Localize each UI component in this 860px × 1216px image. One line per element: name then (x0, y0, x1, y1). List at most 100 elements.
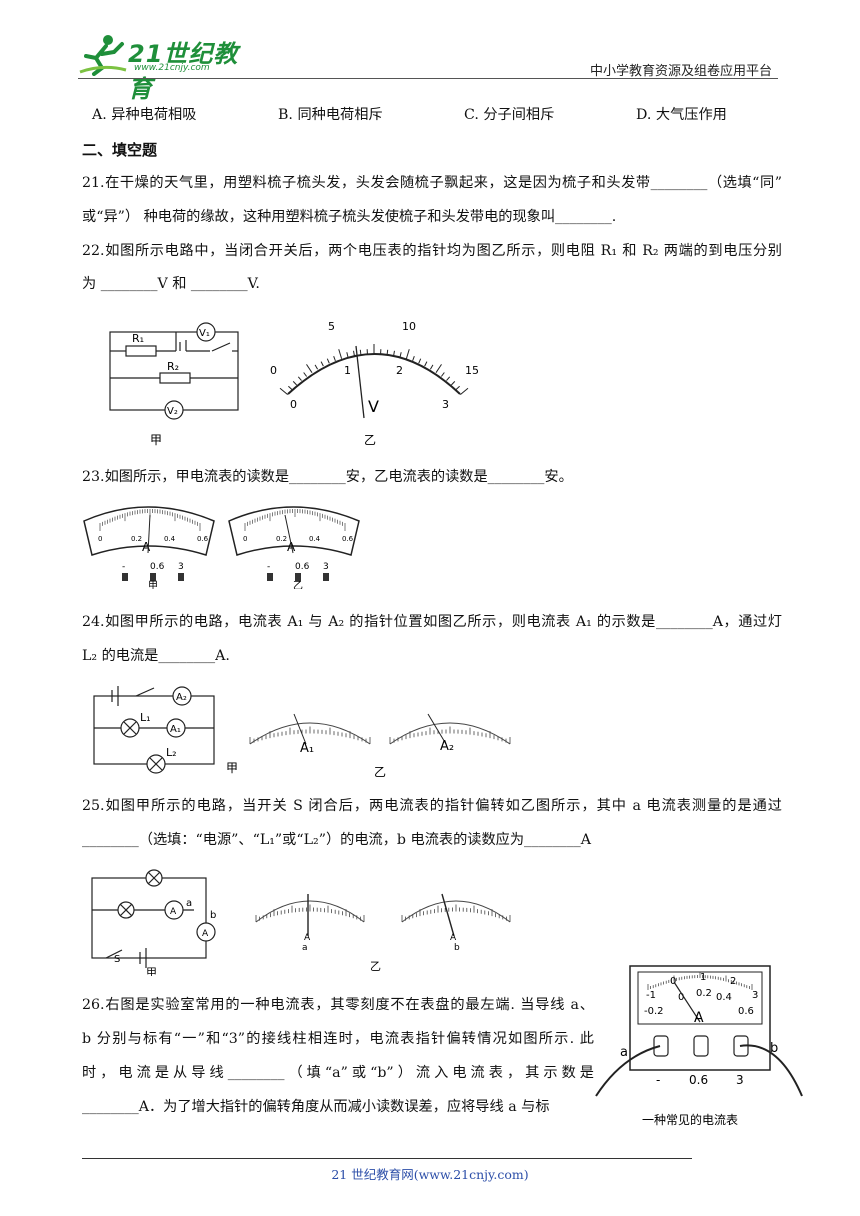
v-tick (418, 358, 422, 364)
terminal-post (150, 573, 156, 581)
dial-arc (401, 900, 511, 923)
runner-logo-icon (79, 35, 127, 76)
q25-line1: 25.如图甲所示的电路，当开关 S 闭合后，两电流表的指针偏转如乙图所示，其中 … (82, 798, 782, 814)
terminal-label: - (267, 562, 270, 572)
v-tick (338, 349, 343, 359)
q26-pointer (673, 981, 701, 1023)
ammeter-face (228, 506, 360, 556)
q23-line1: 23.如图所示，甲电流表的读数是________安，乙电流表的读数是______… (82, 469, 573, 485)
q25-b-label: b (210, 910, 216, 921)
v2-label: V₂ (167, 406, 178, 417)
ammeter-caption: 甲 (148, 581, 158, 589)
q25-line2: ________（选填：“电源”、“L₁”或“L₂”）的电流，b 电流表的读数应… (82, 832, 592, 848)
ammeter-caption: 乙 (293, 580, 303, 589)
v-tick (459, 387, 469, 395)
q26-top-0: 0 (670, 976, 676, 987)
q25-ammeter-dials: A A a b 乙 (255, 893, 511, 972)
terminal-post (295, 573, 301, 581)
v-scale-top-15: 15 (465, 364, 479, 377)
q26-line3: 时，电流是从导线________（填“a”或“b”）流入电流表，其示数是 (82, 1065, 594, 1081)
q24-l1-label: L₁ (140, 711, 151, 724)
q26-ammeter-figure: -1 0 1 2 3 -0.2 0 0.2 0.4 0.6 A - 0.6 3 … (595, 965, 803, 1127)
q25-dial-a-label: a (302, 943, 308, 953)
r2-label: R₂ (167, 360, 179, 373)
q21-line2: 或“异”） 种电荷的缘故，这种用塑料梳子梳头发使梳子和头发带电的现象叫_____… (82, 209, 617, 225)
v-scale-top-10: 10 (402, 320, 416, 333)
q22-left-caption: 甲 (150, 433, 162, 447)
option-a: A. 异种电荷相吸 (92, 107, 197, 123)
q26-top-2: 2 (730, 976, 736, 987)
r1-label: R₁ (132, 332, 144, 345)
v-unit: V (368, 397, 379, 416)
q26-bottom-06: 0.6 (738, 1006, 754, 1017)
terminal-post (323, 573, 329, 581)
terminal-label: - (122, 562, 125, 572)
ammeter-unit: A (142, 540, 151, 554)
q25-dial-unit: A (304, 933, 311, 943)
v-tick (314, 364, 319, 370)
wire-b-label: b (770, 1041, 778, 1056)
v-tick (393, 350, 395, 356)
v-tick (279, 387, 289, 395)
terminal-label: 0.6 (295, 562, 310, 572)
q25-dial-b-label: b (454, 943, 460, 953)
v-tick (288, 385, 293, 391)
q26-bottom-m02: -0.2 (644, 1006, 664, 1017)
q25-right-caption: 乙 (370, 960, 381, 972)
header-tagline: 中小学教育资源及组卷应用平台 (589, 64, 772, 79)
v-tick (446, 376, 451, 381)
terminal-post (178, 573, 184, 581)
q22-line1: 22.如图所示电路中，当闭合开关后，两个电压表的指针均为图乙所示，则电阻 R₁ … (82, 243, 782, 259)
ammeter-scale-label: 0.2 (276, 535, 287, 543)
v-scale-top-5: 5 (328, 320, 335, 333)
dial-arc (389, 722, 511, 745)
v-tick (435, 364, 442, 373)
q24-dial-a1-label: A₁ (300, 741, 314, 756)
q24-line2: L₂ 的电流是________A. (82, 648, 230, 664)
dial-arc (249, 722, 371, 745)
terminal-post (122, 573, 128, 581)
v-tick (440, 372, 445, 377)
q21-line1: 21.在干燥的天气里，用塑料梳子梳头发，头发会随梳子飘起来，这是因为梳子和头发带… (82, 175, 782, 191)
terminal-label: 0.6 (150, 562, 165, 572)
q26-unit: A (694, 1010, 704, 1026)
ammeter-scale-label: 0.2 (131, 535, 142, 543)
v-tick (306, 364, 313, 373)
v-tick (386, 349, 389, 355)
v-scale-bottom-3: 3 (442, 398, 449, 411)
terminal-label: 3 (178, 562, 184, 572)
ammeter-pointer (284, 514, 294, 554)
v-tick (412, 355, 415, 362)
q25-a-label: a (186, 898, 192, 909)
v-scale-bottom-2: 2 (396, 364, 403, 377)
terminal-post (267, 573, 273, 581)
q22-circuit-diagram: R₁ R₂ V₁ V₂ 甲 (109, 322, 239, 447)
ammeter-scale-label: 0.4 (164, 535, 176, 543)
header-divider (78, 78, 778, 79)
wire-a-label: a (620, 1045, 628, 1060)
q24-line1: 24.如图甲所示的电路，电流表 A₁ 与 A₂ 的指针位置如图乙所示，则电流表 … (82, 614, 782, 630)
logo-subtext: www.21cnjy.com (134, 63, 210, 73)
wire-b (739, 1044, 803, 1097)
q24-pointer (427, 713, 447, 745)
q26-line2: b 分别与标有“一”和“3”的接线柱相连时，电流表指针偏转情况如图所示. 此 (82, 1031, 594, 1047)
q25-ammeter-a-glyph: A (170, 907, 177, 917)
q26-terminal-minus: - (656, 1073, 660, 1087)
dial-arc (255, 900, 365, 923)
q24-l2-label: L₂ (166, 746, 177, 759)
q26-line4: ________A．为了增大指针的偏转角度从而减小读数误差，应将导线 a 与标 (82, 1099, 550, 1115)
q24-right-caption: 乙 (374, 765, 386, 779)
logo-text: 21世纪教育 (128, 40, 239, 103)
v-tick (297, 376, 302, 381)
v-tick (292, 381, 298, 386)
q24-pointer (293, 713, 307, 745)
v-tick (399, 352, 402, 358)
q25-pointer (441, 893, 455, 937)
q22-voltmeter-dial: 0 5 10 15 0 1 2 3 V 乙 (270, 320, 479, 447)
q26-bottom-02: 0.2 (696, 988, 712, 999)
q25-dial-unit: A (450, 933, 457, 943)
q25-circuit-diagram: A A a b S 甲 (91, 869, 216, 976)
q25-ammeter-b-glyph: A (202, 929, 209, 939)
option-d: D. 大气压作用 (636, 107, 727, 123)
q22-right-caption: 乙 (364, 433, 376, 447)
